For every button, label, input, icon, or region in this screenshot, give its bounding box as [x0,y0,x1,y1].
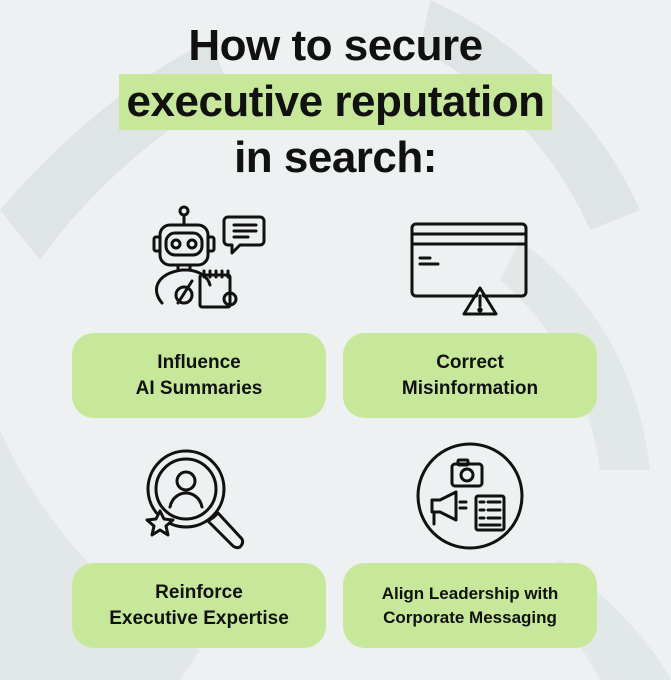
card-line-2: AI Summaries [135,377,263,399]
card-influence-ai-summaries: Influence AI Summaries [72,333,326,418]
robot-chat-icon [152,205,266,309]
card-line-2: Executive Expertise [109,607,289,629]
card-line-1: Align Leadership with [381,583,559,603]
browser-warning-icon [410,222,528,316]
card-correct-misinformation: Correct Misinformation [343,333,597,418]
page-title: How to secure executive reputation in se… [0,18,671,186]
magnifier-person-star-icon [145,449,245,550]
card-line-1: Influence [157,351,241,373]
card-line-1: Correct [436,351,504,373]
card-align-leadership: Align Leadership with Corporate Messagin… [343,563,597,648]
card-line-2: Corporate Messaging [383,607,557,627]
card-reinforce-executive-expertise: Reinforce Executive Expertise [72,563,326,648]
camera-megaphone-document-icon [416,442,524,550]
card-line-2: Misinformation [401,377,539,399]
title-line-3: in search: [234,133,437,182]
card-line-1: Reinforce [155,581,243,603]
title-line-2-highlight: executive reputation [118,74,553,130]
title-line-1: How to secure [188,21,483,70]
